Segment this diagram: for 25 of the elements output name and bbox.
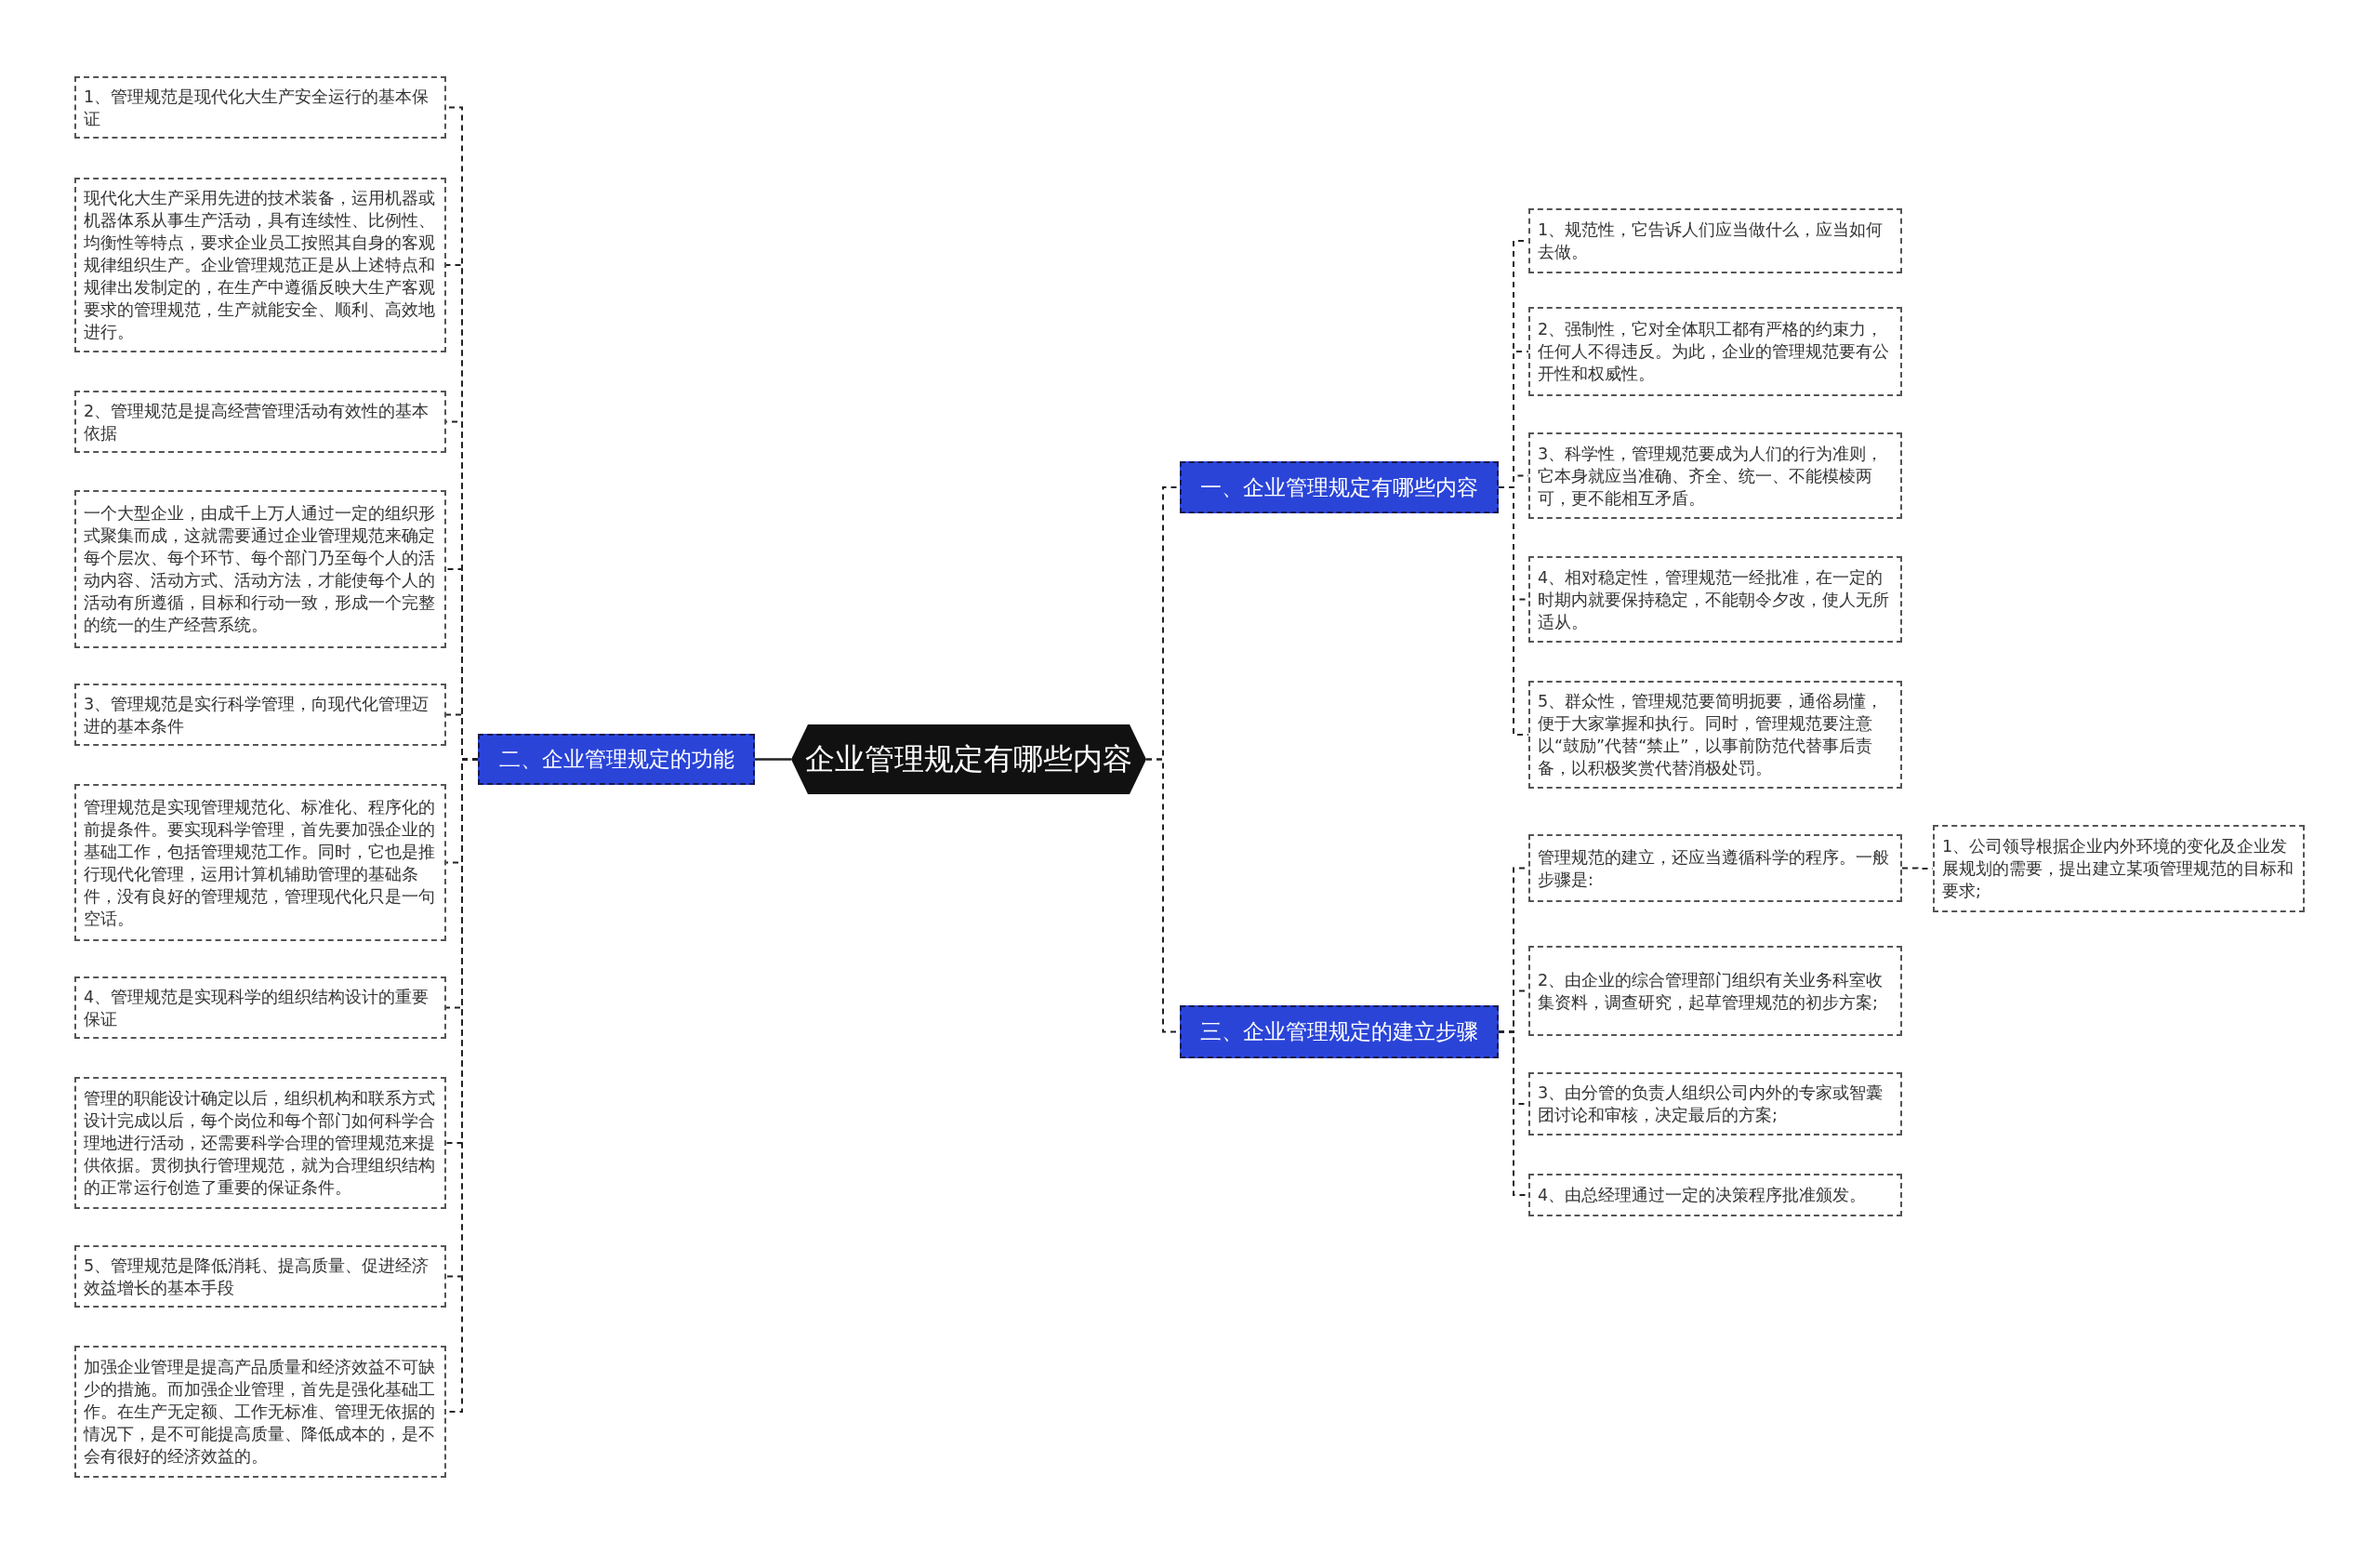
text-box: 2、由企业的综合管理部门组织有关业务科室收集资料，调查研究，起草管理规范的初步方案; bbox=[1528, 946, 1902, 1036]
text-box: 4、由总经理通过一定的决策程序批准颁发。 bbox=[1528, 1174, 1902, 1216]
connector-line bbox=[755, 758, 791, 761]
branch-topic-box: 三、企业管理规定的建立步骤 bbox=[1180, 1005, 1499, 1058]
text-box: 4、管理规范是实现科学的组织结构设计的重要保证 bbox=[74, 976, 446, 1039]
text-box: 加强企业管理是提高产品质量和经济效益不可缺少的措施。而加强企业管理，首先是强化基础工作。在生产无定额、工作无标准、管理无依据的情况下，是不可能提高质量、降低成本的，是不会有很好的经济效益的。 bbox=[74, 1346, 446, 1478]
text-box: 3、科学性，管理规范要成为人们的行为准则，它本身就应当准确、齐全、统一、不能模棱两可，更不能相互矛盾。 bbox=[1528, 432, 1902, 519]
text-box: 管理规范是实现管理规范化、标准化、程序化的前提条件。要实现科学管理，首先要加强企业的基础工作，包括管理规范工作。同时，它也是推行现代化管理，运用计算机辅助管理的基础条件，没有良好的管理规范，管理现代化只是一句空话。 bbox=[74, 784, 446, 941]
text-box: 管理规范的建立，还应当遵循科学的程序。一般步骤是: bbox=[1528, 834, 1902, 902]
text-box: 1、管理规范是现代化大生产安全运行的基本保证 bbox=[74, 76, 446, 139]
central-topic-hexagon: 企业管理规定有哪些内容 bbox=[791, 724, 1146, 794]
text-box: 1、公司领导根据企业内外环境的变化及企业发展规划的需要，提出建立某项管理规范的目标和要求; bbox=[1933, 825, 2305, 912]
text-box: 4、相对稳定性，管理规范一经批准，在一定的时期内就要保持稳定，不能朝令夕改，使人无所适从。 bbox=[1528, 556, 1902, 643]
text-box: 一个大型企业，由成千上万人通过一定的组织形式聚集而成，这就需要通过企业管理规范来确定每个层次、每个环节、每个部门乃至每个人的活动内容、活动方式、活动方法，才能使每个人的活动有所遵循，目标和行动一致，形成一个完整的统一的生产经营系统。 bbox=[74, 490, 446, 648]
text-box: 5、群众性，管理规范要简明扼要，通俗易懂，便于大家掌握和执行。同时，管理规范要注意以“鼓励”代替“禁止”，以事前防范代替事后责备，以积极奖赏代替消极处罚。 bbox=[1528, 681, 1902, 789]
text-box: 5、管理规范是降低消耗、提高质量、促进经济效益增长的基本手段 bbox=[74, 1245, 446, 1308]
text-box: 1、规范性，它告诉人们应当做什么，应当如何去做。 bbox=[1528, 208, 1902, 273]
text-box: 现代化大生产采用先进的技术装备，运用机器或机器体系从事生产活动，具有连续性、比例性、均衡性等特点，要求企业员工按照其自身的客观规律组织生产。企业管理规范正是从上述特点和规律出发制定的，在生产中遵循反映大生产客观要求的管理规范，生产就能安全、顺利、高效地进行。 bbox=[74, 178, 446, 352]
branch-topic-box: 一、企业管理规定有哪些内容 bbox=[1180, 461, 1499, 513]
text-box: 管理的职能设计确定以后，组织机构和联系方式设计完成以后，每个岗位和每个部门如何科学合理地进行活动，还需要科学合理的管理规范来提供依据。贯彻执行管理规范，就为合理组织结构的正常运行创造了重要的保证条件。 bbox=[74, 1077, 446, 1209]
text-box: 2、强制性，它对全体职工都有严格的约束力，任何人不得违反。为此，企业的管理规范要有公开性和权威性。 bbox=[1528, 307, 1902, 396]
branch-topic-box: 二、企业管理规定的功能 bbox=[478, 734, 755, 785]
text-box: 3、由分管的负责人组织公司内外的专家或智囊团讨论和审核，决定最后的方案; bbox=[1528, 1072, 1902, 1136]
text-box: 3、管理规范是实行科学管理，向现代化管理迈进的基本条件 bbox=[74, 684, 446, 746]
text-box: 2、管理规范是提高经营管理活动有效性的基本依据 bbox=[74, 391, 446, 453]
